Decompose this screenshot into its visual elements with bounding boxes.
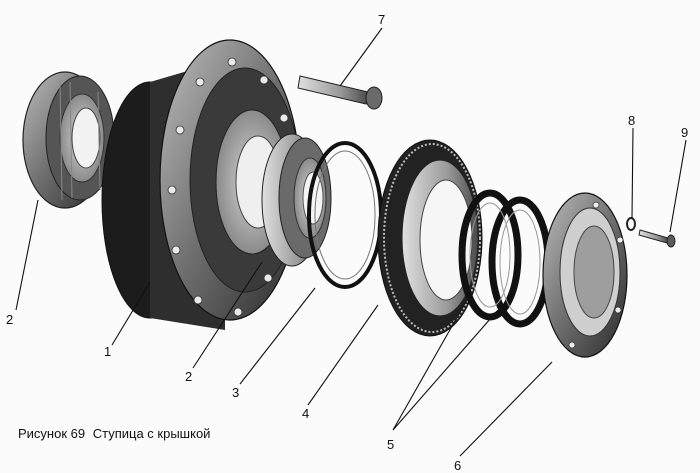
- callout-8: 8: [628, 113, 635, 128]
- callout-9: 9: [681, 125, 688, 140]
- callout-3: 3: [232, 385, 239, 400]
- ring-gear: [377, 139, 483, 337]
- callout-1: 1: [104, 344, 111, 359]
- bolt-short: [638, 229, 676, 248]
- callout-7: 7: [378, 12, 385, 27]
- hub: [101, 39, 301, 330]
- washer: [626, 217, 636, 231]
- figure-caption: Рисунок 69 Ступица с крышкой: [18, 426, 214, 441]
- bolt-long: [297, 75, 383, 110]
- cover: [542, 192, 628, 358]
- callout-6: 6: [454, 458, 461, 473]
- figure-title: Ступица с крышкой: [92, 426, 211, 441]
- figure-number: Рисунок 69: [18, 426, 86, 441]
- leader-lines: [15, 27, 687, 457]
- callout-5: 5: [387, 437, 394, 452]
- bearing-right: [261, 133, 332, 267]
- bearing-left: [22, 71, 115, 209]
- callout-2-right: 2: [185, 369, 192, 384]
- callout-4: 4: [302, 406, 309, 421]
- callout-2-left: 2: [6, 312, 13, 327]
